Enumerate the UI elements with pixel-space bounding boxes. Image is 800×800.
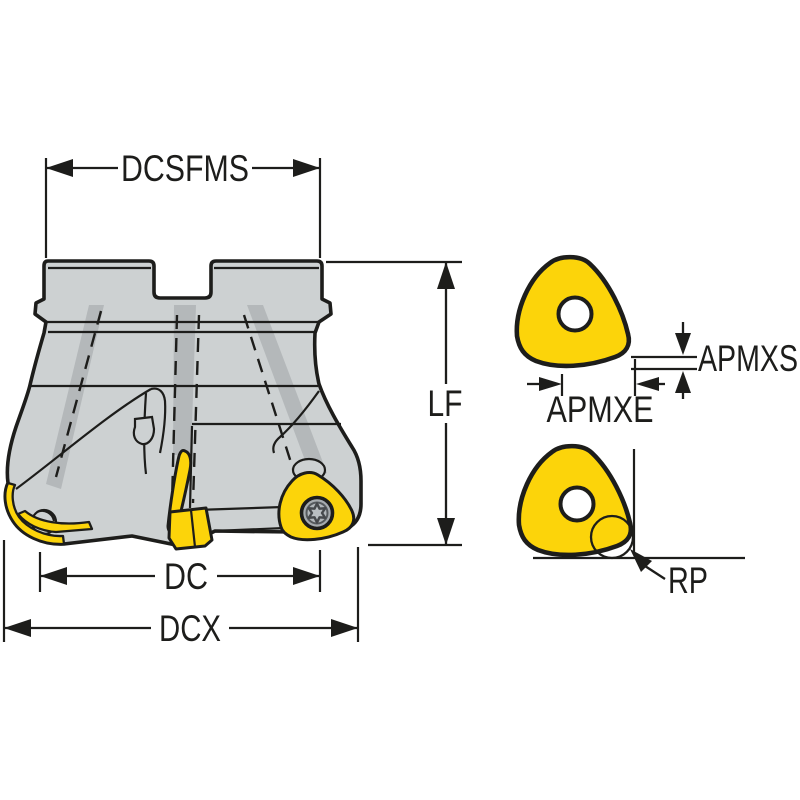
dim-dcsfms: DCSFMS	[44, 148, 322, 258]
arrow-down-icon	[675, 333, 691, 355]
cutter-body	[3, 259, 363, 551]
arrow-right-icon	[293, 159, 320, 177]
flute-shade-left	[46, 305, 104, 489]
arrow-left-icon	[40, 567, 67, 585]
dim-lf-label: LF	[428, 383, 463, 424]
arrow-left-icon	[636, 377, 659, 391]
arrow-right-icon	[539, 377, 562, 391]
dim-apmxs-label: APMXS	[698, 338, 798, 379]
center-insert-bottom-face	[167, 506, 214, 551]
dim-dcx-label: DCX	[159, 608, 221, 649]
corner-insert-left-wedge	[16, 509, 94, 534]
insert-hole	[556, 295, 594, 333]
dim-dcx: DCX	[2, 540, 360, 649]
dim-apmxe-label: APMXE	[547, 389, 654, 430]
dim-dc-label: DC	[164, 556, 208, 597]
dim-dcsfms-label: DCSFMS	[121, 148, 249, 189]
dim-rp-label: RP	[668, 560, 708, 601]
mounted-inserts	[4, 449, 356, 551]
pocket-notch	[132, 415, 156, 446]
arrow-right-icon	[331, 619, 358, 637]
dim-rp: RP	[533, 449, 745, 601]
arrow-left-icon	[4, 619, 31, 637]
flute-shade-right	[247, 305, 327, 479]
corner-insert-left-band	[4, 481, 66, 546]
arrow-up-icon	[437, 262, 455, 289]
chip-flute-shading	[46, 305, 327, 489]
arrow-right-icon	[293, 567, 320, 585]
dim-apmxe: APMXE	[527, 359, 665, 430]
insert-top-view: APMXS APMXE	[514, 254, 798, 430]
arrow-up-icon	[675, 371, 691, 393]
torx-star-icon	[307, 502, 327, 524]
insert-hole	[558, 485, 596, 523]
cutter-detail-lines	[15, 266, 341, 536]
arrow-left-icon	[46, 159, 73, 177]
dim-apmxs: APMXS	[631, 322, 798, 399]
right-pocket-curve	[272, 390, 320, 454]
torx-screw	[299, 495, 335, 531]
dim-dc: DC	[38, 550, 322, 597]
arrow-down-icon	[437, 518, 455, 545]
chip-pocket-curve	[15, 388, 152, 490]
dim-lf: LF	[326, 260, 463, 547]
insert-corner-radius-view: RP	[516, 443, 745, 601]
flute-shade-center	[173, 305, 196, 455]
